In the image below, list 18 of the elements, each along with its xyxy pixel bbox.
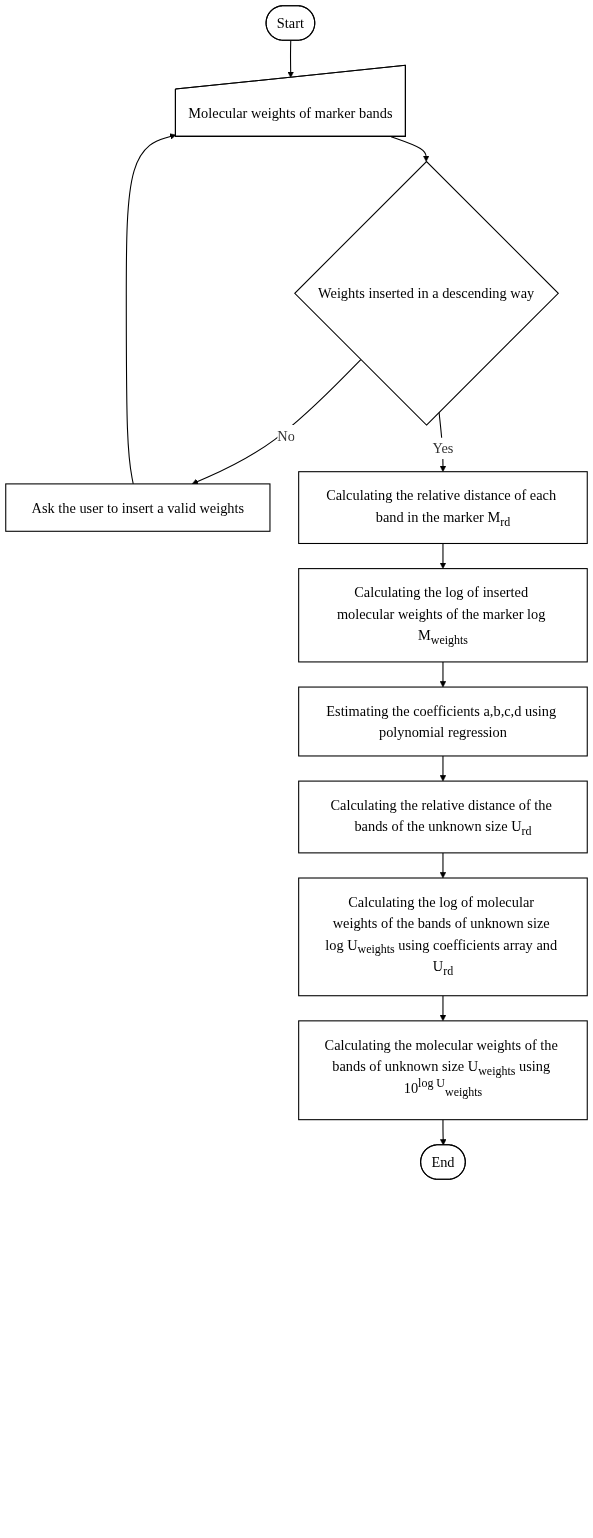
node-box: Calculating the log of molecular weights of the bands of unknown size log U$_{weights}$ using coefficients array and U$_{rd}$: [298, 877, 588, 997]
edge-label: No: [277, 427, 295, 444]
node-box: Calculating the log of inserted molecular weights of the marker log M$_{weights}$: [298, 568, 588, 663]
arrow: [125, 133, 177, 485]
node-box: Ask the user to insert a valid weights: [5, 483, 271, 532]
arrow: [287, 40, 294, 78]
arrow: [440, 1119, 447, 1146]
arrow: [439, 542, 447, 569]
arrow: [439, 661, 447, 688]
arrow: [439, 995, 447, 1022]
node-diamond: Weights inserted in a descending way: [294, 160, 560, 426]
arrow: [439, 755, 447, 782]
edge-label: Yes: [432, 440, 454, 457]
arrow: [439, 852, 447, 879]
arrow: [191, 359, 362, 485]
node-box: Estimating the coefficients a,b,c,d using polynomial regression: [298, 686, 588, 757]
node-box: Calculating the relative distance of the bands of the unknown size U$_{rd}$: [298, 780, 588, 854]
node-box: Calculating the relative distance of each band in the marker M$_{rd}$: [298, 471, 588, 544]
